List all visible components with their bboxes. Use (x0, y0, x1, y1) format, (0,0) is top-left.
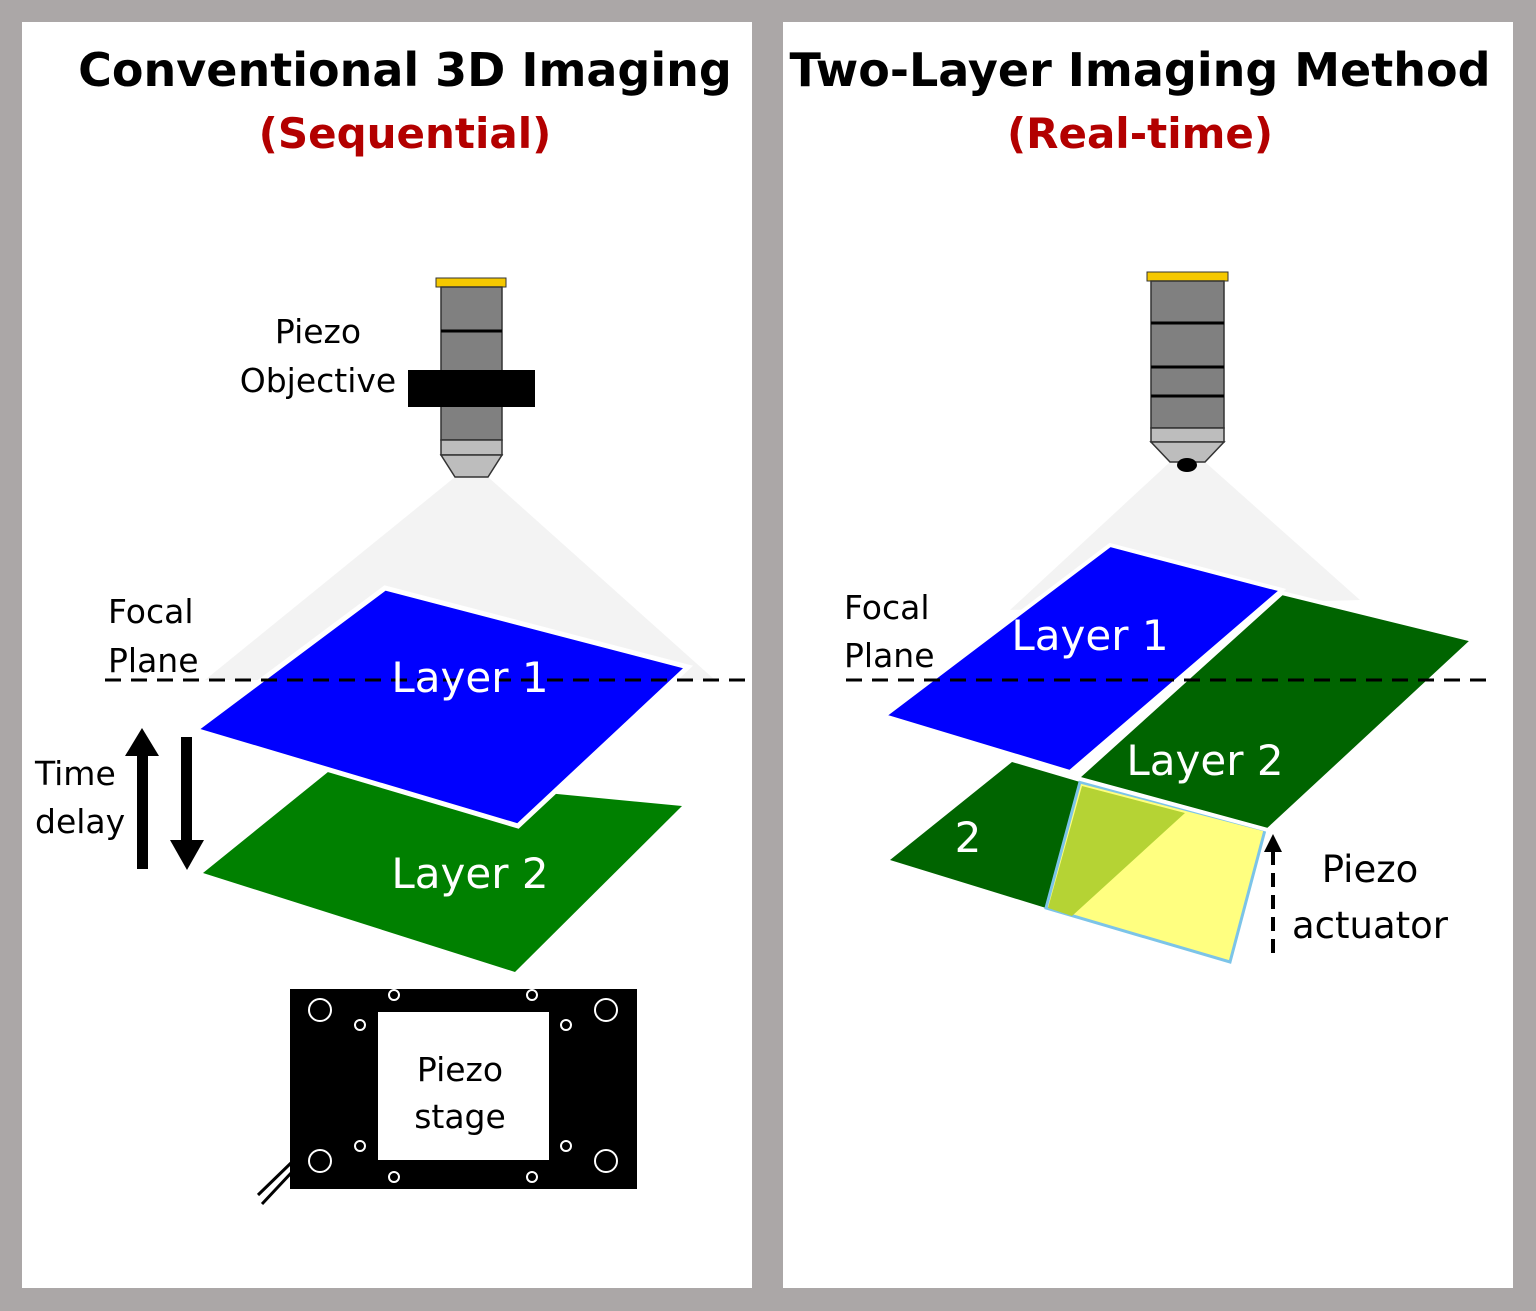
right-subtitle: (Real-time) (1007, 109, 1273, 158)
focal-label-1: Focal (844, 588, 930, 627)
objective-label-1: Piezo (275, 312, 361, 351)
left-title: Conventional 3D Imaging (78, 43, 732, 97)
objective-icon (1146, 271, 1229, 472)
stage-label-1: Piezo (417, 1050, 503, 1089)
layer-1-label: Layer 1 (1011, 611, 1168, 660)
time-label-2: delay (35, 802, 125, 841)
stage-label-2: stage (414, 1097, 506, 1136)
down-arrow-icon (170, 737, 204, 870)
layer-2-partial-label: 2 (955, 813, 982, 862)
right-panel: Two-Layer Imaging Method (Real-time) Foc… (783, 22, 1513, 1288)
focal-label-1: Focal (108, 592, 194, 631)
layer-1-plane (189, 585, 694, 829)
dashed-up-arrow-icon (1264, 834, 1282, 953)
piezo-objective-icon (408, 277, 535, 478)
objective-label-2: Objective (240, 361, 396, 400)
layer-2-plane (1072, 590, 1478, 833)
overlap-region (1048, 786, 1185, 916)
actuator-label-1: Piezo (1322, 848, 1419, 891)
left-panel: Conventional 3D Imaging (Sequential) Pie… (22, 22, 752, 1288)
layer-2-lower-plane (890, 762, 1080, 908)
layer-1-plane (879, 542, 1287, 775)
time-label-1: Time (34, 754, 116, 793)
actuator-label-2: actuator (1292, 904, 1449, 947)
layer-1-label: Layer 1 (391, 653, 548, 702)
piezo-stage-icon (256, 989, 637, 1206)
layer-2-label: Layer 2 (1126, 736, 1283, 785)
layer-2-plane (203, 772, 682, 972)
left-subtitle: (Sequential) (259, 109, 552, 158)
up-arrow-icon (125, 728, 159, 869)
layer-2-label: Layer 2 (391, 849, 548, 898)
focal-label-2: Plane (844, 636, 935, 675)
right-title: Two-Layer Imaging Method (789, 43, 1490, 97)
focal-label-2: Plane (108, 641, 199, 680)
